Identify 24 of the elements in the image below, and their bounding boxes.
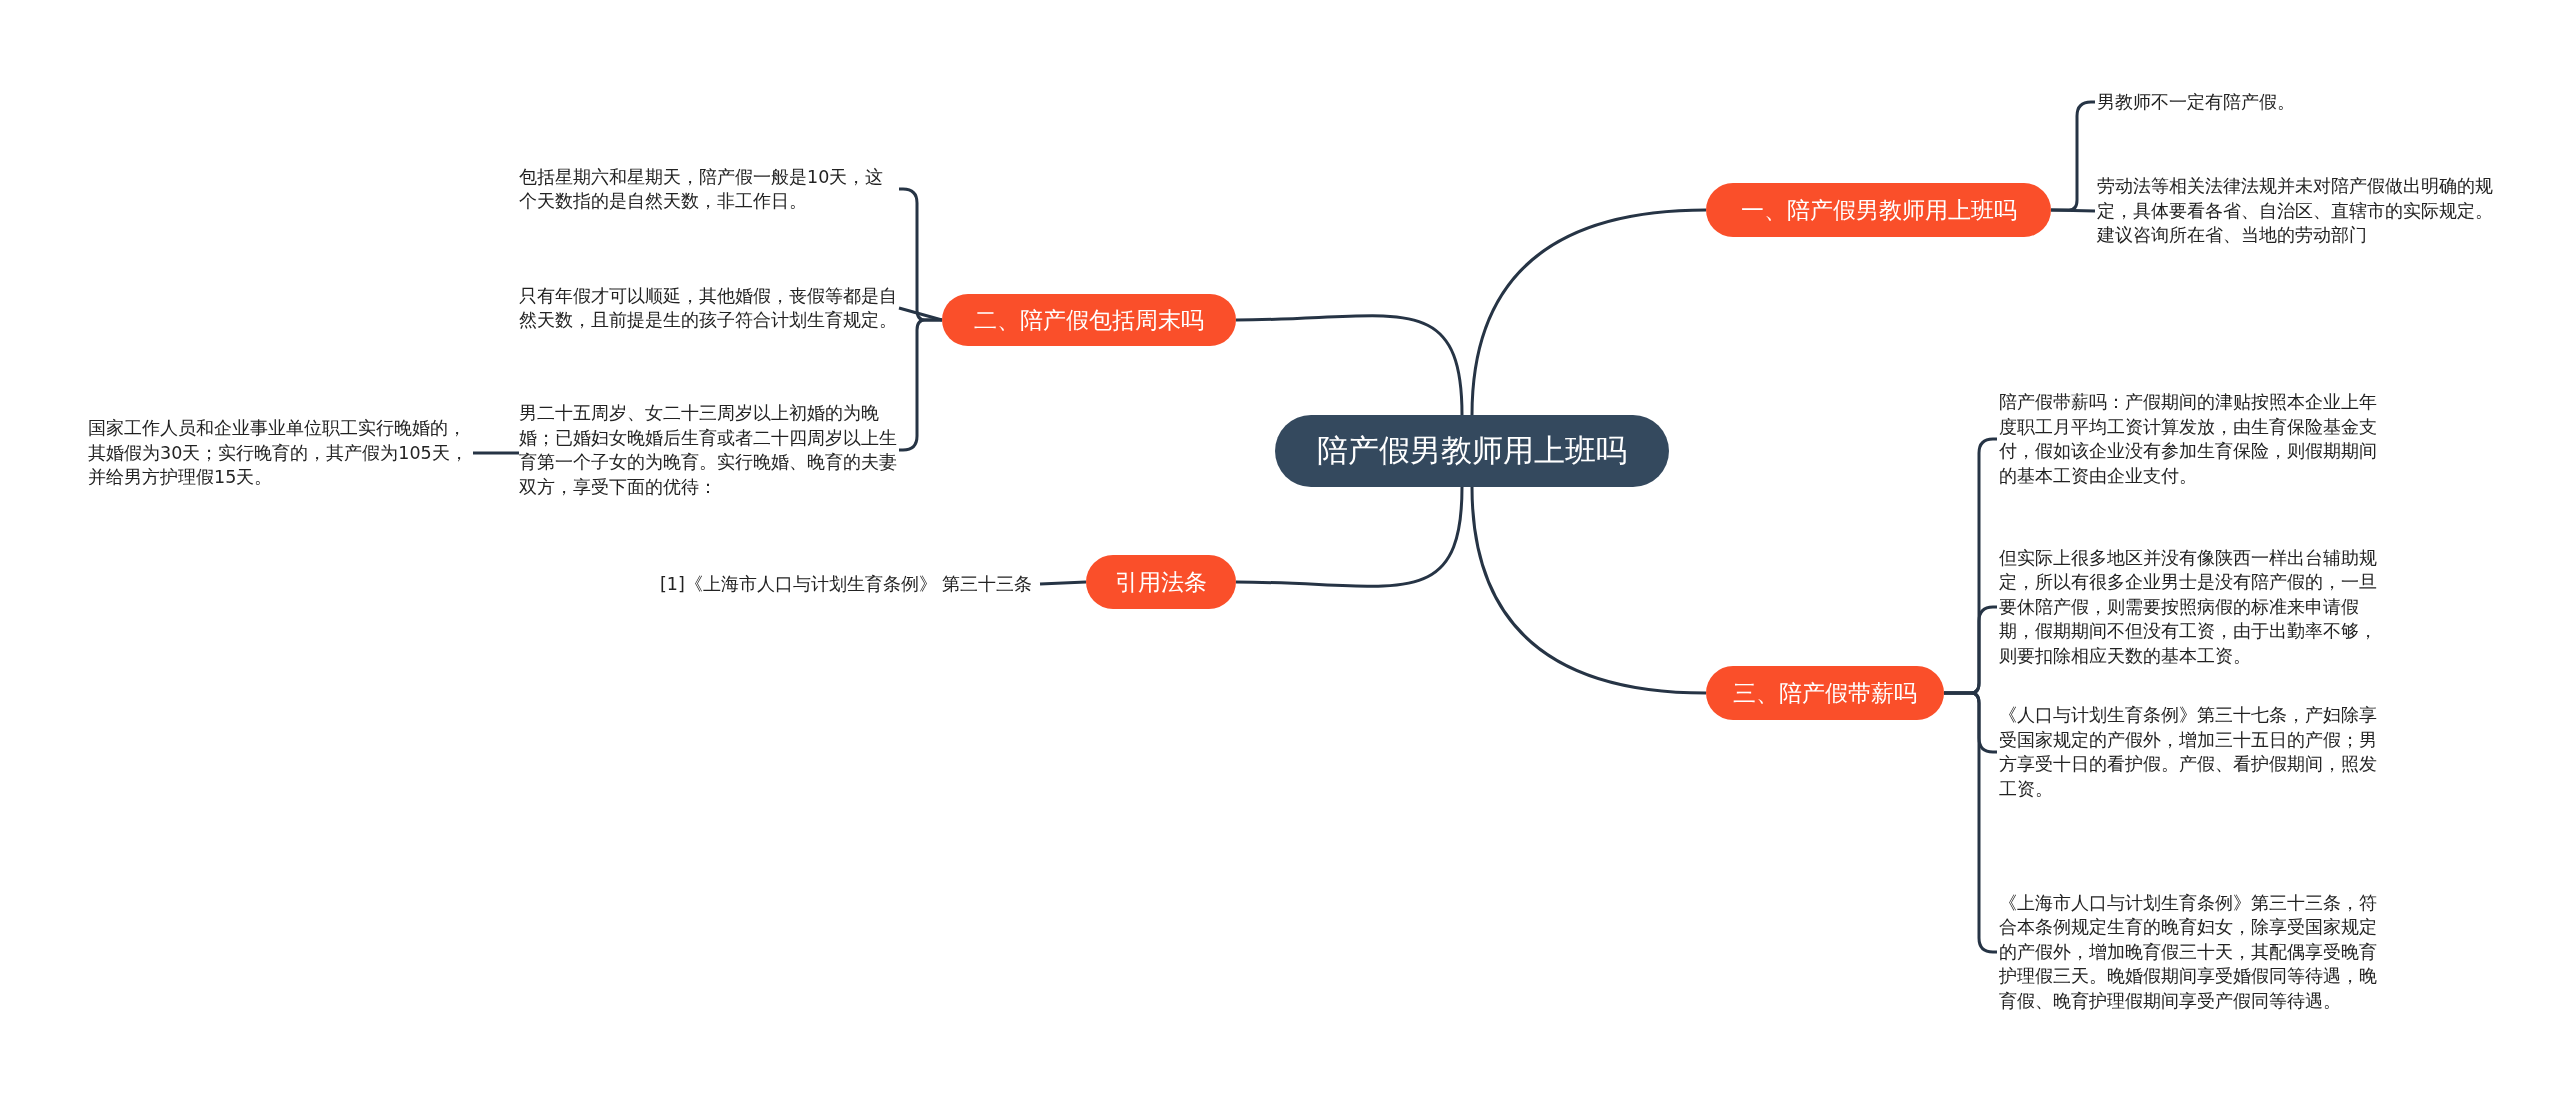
topic-box: 二、陪产假包括周末吗	[942, 294, 1236, 346]
note-text: 《上海市人口与计划生育条例》第三十三条，符合本条例规定生育的晚育妇女，除享受国家规定的产假外，增加晚育假三十天，其配偶享受晚育护理假三天。晚婚假期间享受婚假同等待遇，晚育假、晚育护理假期间享受产假同等待遇。	[1999, 891, 2378, 1013]
note-text: 男二十五周岁、女二十三周岁以上初婚的为晚婚；已婚妇女晚婚后生育或者二十四周岁以上生育第一个子女的为晚育。实行晚婚、晚育的夫妻双方，享受下面的优待：	[519, 402, 897, 499]
connector-line	[1470, 486, 1707, 695]
connector-line	[1235, 314, 1464, 416]
connector-line	[473, 451, 519, 455]
topic-box: 三、陪产假带薪吗	[1706, 666, 1944, 720]
topic-box: 一、陪产假男教师用上班吗	[1706, 183, 2051, 237]
connector-line	[1039, 580, 1087, 586]
connector-line	[2050, 208, 2096, 213]
note-text: 男教师不一定有陪产假。	[2097, 90, 2295, 114]
note-text: [1]《上海市人口与计划生育条例》 第三十三条	[660, 572, 1033, 596]
topic-box: 引用法条	[1086, 555, 1236, 609]
note-text: 但实际上很多地区并没有像陕西一样出台辅助规定，所以有很多企业男士是没有陪产假的，一旦要休陪产假，则需要按照病假的标准来申请假期，假期期间不但没有工资，由于出勤率不够，则要扣除相应天数的基本工资。	[1999, 546, 2378, 668]
note-text: 《人口与计划生育条例》第三十七条，产妇除享受国家规定的产假外，增加三十五日的产假；男方享受十日的看护假。产假、看护假期间，照发工资。	[1999, 704, 2378, 801]
central-topic: 陪产假男教师用上班吗	[1275, 415, 1669, 487]
note-text: 只有年假才可以顺延，其他婚假，丧假等都是自然天数，且前提是生的孩子符合计划生育规定。	[519, 284, 897, 332]
note-text: 劳动法等相关法律法规并未对陪产假做出明确的规定，具体要看各省、自治区、直辖市的实际规定。建议咨询所在省、当地的劳动部门	[2097, 175, 2494, 248]
connector-line	[898, 306, 943, 322]
connector-line	[1470, 208, 1707, 416]
note-text: 陪产假带薪吗：产假期间的津贴按照本企业上年度职工月平均工资计算发放，由生育保险基金支付，假如该企业没有参加生育保险，则假期期间的基本工资由企业支付。	[1999, 391, 2378, 488]
note-text: 包括星期六和星期天，陪产假一般是10天，这个天数指的是自然天数，非工作日。	[519, 165, 885, 213]
note-text: 国家工作人员和企业事业单位职工实行晚婚的，其婚假为30天；实行晚育的，其产假为105天，并给男方护理假15天。	[88, 417, 469, 490]
connector-line	[1235, 486, 1464, 588]
